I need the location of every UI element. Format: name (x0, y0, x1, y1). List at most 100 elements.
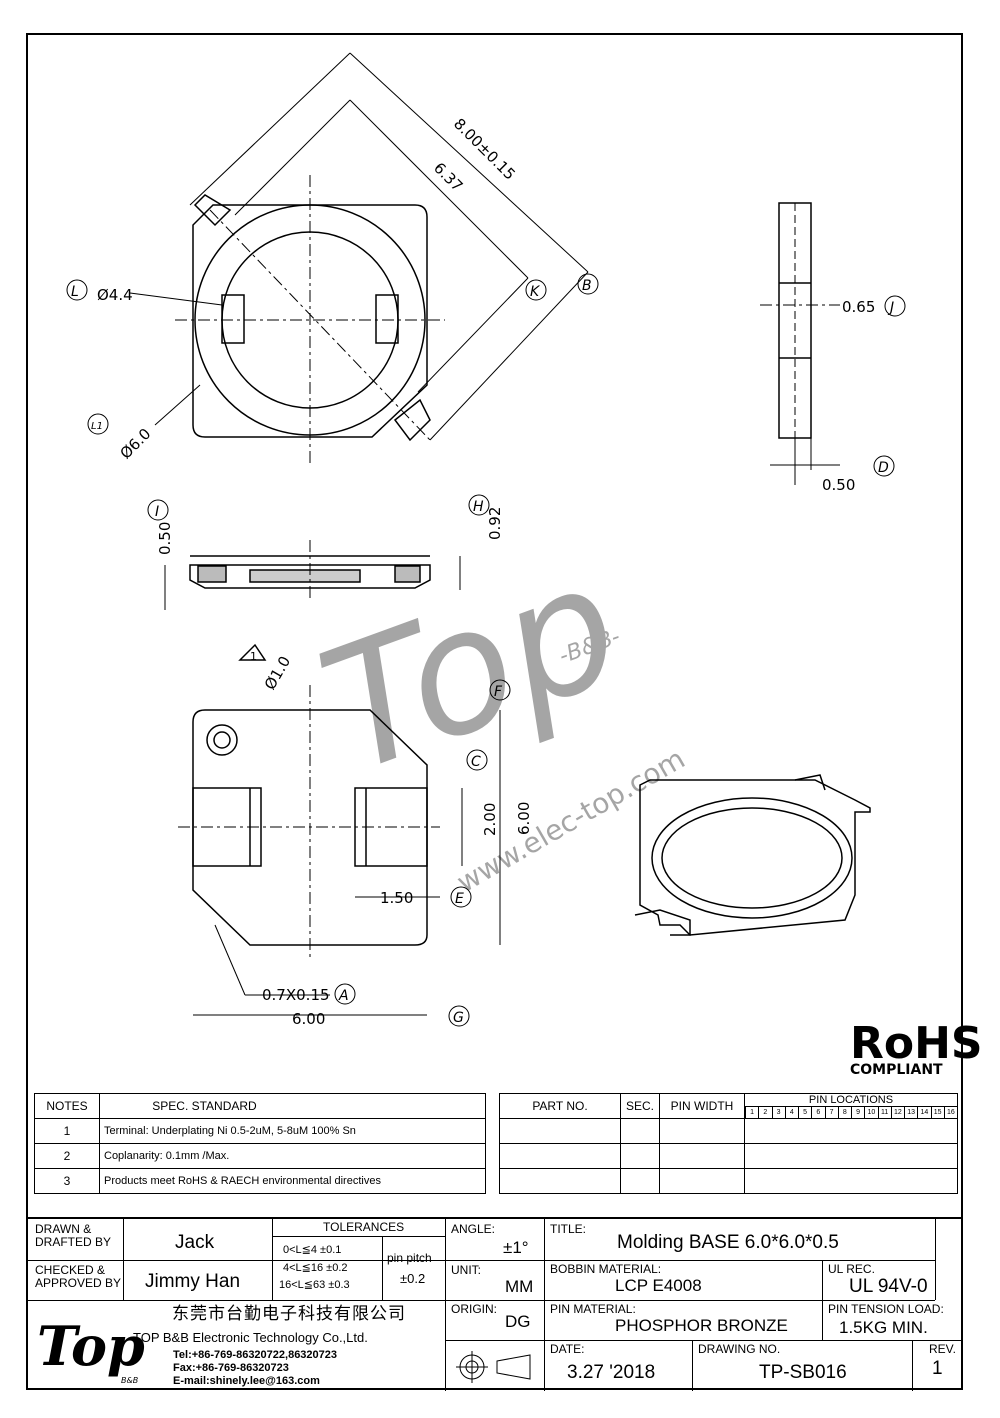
title-block: DRAWN & DRAFTED BY Jack CHECKED & APPROV… (27, 1217, 962, 1391)
title-label: TITLE: (550, 1222, 587, 1236)
bottom-view (178, 643, 501, 1016)
isometric-view (634, 774, 871, 936)
dim-chamfer: 0.7X0.15 (262, 986, 330, 1004)
pin-material-value: PHOSPHOR BRONZE (615, 1316, 788, 1335)
dim-ring-diameter: Ø6.0 (117, 425, 155, 463)
svg-text:L: L (71, 284, 79, 300)
callout-F: F (489, 679, 511, 701)
pin-number: 3 (771, 1107, 785, 1118)
dim-pin-hole: Ø1.0 (261, 653, 294, 693)
note-text: Coplanarity: 0.1mm /Max. (99, 1143, 486, 1169)
svg-text:B: B (582, 278, 592, 294)
svg-text:H: H (473, 499, 484, 515)
svg-text:B&B: B&B (121, 1376, 138, 1385)
drawing-no-label: DRAWING NO. (698, 1342, 781, 1356)
spec-header: SPEC. STANDARD (99, 1093, 486, 1119)
top-view-slot-left (221, 294, 245, 344)
top-view-slot-right (375, 294, 399, 344)
callout-B: B (577, 273, 599, 295)
dim-thickness: 0.65 (842, 298, 875, 316)
rohs-subtitle: COMPLIANT (850, 1062, 943, 1078)
bobbin-value: LCP E4008 (615, 1276, 702, 1295)
ul-value: UL 94V-0 (849, 1276, 928, 1297)
pin-number: 9 (851, 1107, 864, 1118)
callout-K: K (525, 279, 547, 301)
note-num: 3 (34, 1168, 100, 1194)
pin-number: 14 (917, 1107, 930, 1118)
part-no-header: PART NO. (499, 1093, 621, 1119)
company-logo: Top B&B (37, 1314, 145, 1385)
origin-label: ORIGIN: (451, 1302, 498, 1316)
dim-pad-gap: 2.00 (481, 803, 499, 836)
note-num: 1 (34, 1118, 100, 1144)
svg-text:Top: Top (37, 1314, 145, 1378)
pin-tension-value: 1.5KG MIN. (839, 1318, 928, 1337)
dim-outer-diagonal: 8.00±0.15 (450, 115, 519, 184)
notes-table: NOTES SPEC. STANDARD 1 Terminal: Underpl… (34, 1093, 486, 1194)
tol-row: 16<L≦63 ±0.3 (279, 1279, 350, 1291)
svg-text:L1: L1 (91, 421, 103, 432)
note-marker: 1 (250, 650, 257, 663)
note-text: Terminal: Underplating Ni 0.5-2uM, 5-8uM… (99, 1118, 486, 1144)
company-email: E-mail:shinely.lee@163.com (173, 1375, 320, 1387)
rev-label: REV. (929, 1342, 956, 1356)
svg-text:K: K (530, 284, 541, 300)
checked-label: CHECKED & APPROVED BY (35, 1263, 122, 1291)
notes-header: NOTES (34, 1093, 100, 1119)
pin-number: 4 (784, 1107, 798, 1118)
drawing-no-value: TP-SB016 (759, 1362, 847, 1383)
svg-text:C: C (471, 754, 481, 770)
company-name-en: TOP B&B Electronic Technology Co.,Ltd. (133, 1330, 368, 1345)
tol-row: 4<L≦16 ±0.2 (283, 1262, 348, 1274)
angle-label: ANGLE: (451, 1222, 496, 1236)
svg-text:E: E (455, 891, 464, 907)
dim-section-total: 0.92 (486, 507, 504, 540)
callout-A: A (334, 983, 356, 1005)
top-view-outline (192, 204, 428, 438)
callout-H: H (468, 494, 490, 516)
drawn-label: DRAWN & DRAFTED BY (35, 1222, 112, 1250)
pin-number: 10 (864, 1107, 877, 1118)
pin-number: 12 (890, 1107, 904, 1118)
note-num: 2 (34, 1143, 100, 1169)
ul-label: UL REC. (828, 1262, 875, 1276)
pin-number: 15 (930, 1107, 944, 1118)
sec-header: SEC. (620, 1093, 660, 1119)
projection-symbol-icon (456, 1351, 531, 1383)
pin-width-header: PIN WIDTH (659, 1093, 745, 1119)
callout-G: G (448, 1005, 470, 1027)
origin-value: DG (505, 1312, 531, 1331)
rev-value: 1 (932, 1358, 943, 1379)
date-value: 3.27 '2018 (567, 1362, 656, 1383)
sheet-border (26, 33, 963, 1390)
pin-material-label: PIN MATERIAL: (550, 1302, 636, 1316)
section-view (164, 540, 461, 610)
callout-L1: L1 (87, 413, 109, 435)
pin-number: 13 (904, 1107, 917, 1118)
company-fax: Fax:+86-769-86320723 (173, 1362, 289, 1374)
company-tel: Tel:+86-769-86320722,86320723 (173, 1349, 338, 1361)
pin-number: 2 (758, 1107, 771, 1118)
angle-value: ±1° (503, 1238, 529, 1257)
rohs-title: RoHS (850, 1018, 983, 1069)
top-view-pin-bottom (393, 398, 431, 442)
note-text: Products meet RoHS & RAECH environmental… (99, 1168, 486, 1194)
company-name-cn: 东莞市台勤电子科技有限公司 (172, 1304, 406, 1323)
date-label: DATE: (550, 1342, 585, 1356)
pin-pitch-label: pin pitch (387, 1251, 432, 1265)
unit-value: MM (505, 1277, 534, 1296)
title-value: Molding BASE 6.0*6.0*0.5 (617, 1232, 839, 1253)
top-view-pin-top (193, 194, 232, 227)
pin-number: 6 (811, 1107, 824, 1118)
dim-height: 6.00 (515, 802, 533, 835)
dim-inner-diagonal: 6.37 (430, 159, 466, 195)
pin-number: 5 (798, 1107, 811, 1118)
pin-tension-label: PIN TENSION LOAD: (828, 1302, 944, 1316)
unit-label: UNIT: (451, 1263, 481, 1277)
callout-J: J (884, 295, 906, 317)
checked-value: Jimmy Han (145, 1271, 241, 1292)
svg-text:G: G (453, 1010, 464, 1026)
